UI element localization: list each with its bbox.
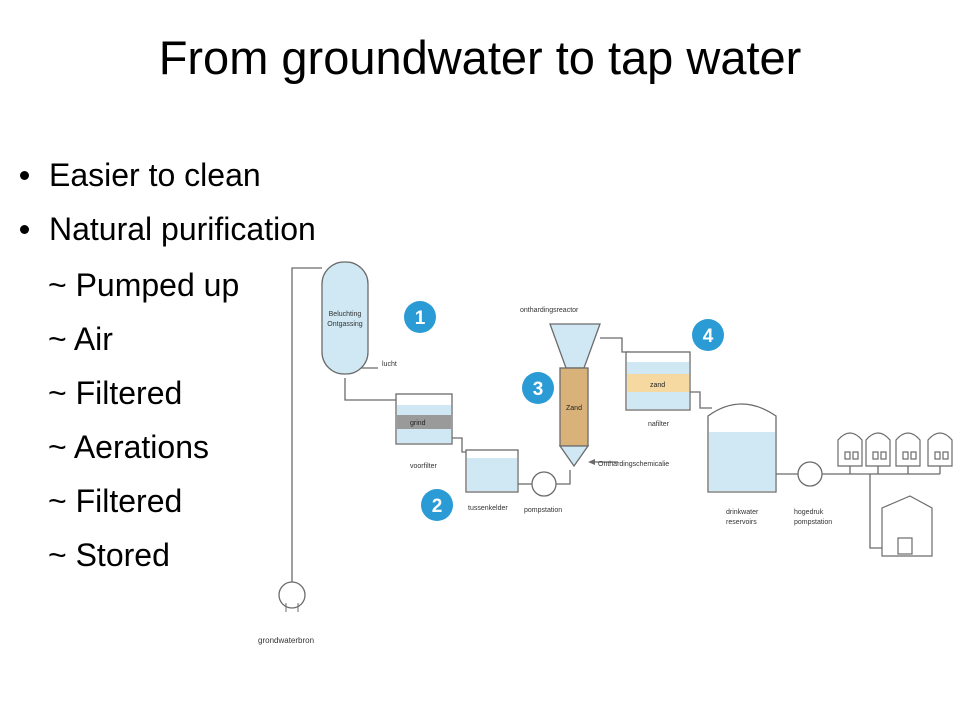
house-icon <box>837 432 863 467</box>
tussenkelder-water <box>467 458 517 491</box>
step-item: ~ Stored <box>48 537 170 573</box>
label-hogedruk: hogedruk <box>794 509 824 516</box>
pipe-nafilter-to-reservoir <box>690 391 712 409</box>
label-ontgassing: Ontgassing <box>327 321 363 328</box>
label-onthardingschemicalie: Onthardingschemicalie <box>598 461 669 468</box>
aeration-tower <box>321 261 369 375</box>
label-zand-reactor: Zand <box>566 405 582 412</box>
label-drinkwater: drinkwater <box>726 509 759 516</box>
bullet-text: Natural purification <box>49 210 316 247</box>
pump-station-icon <box>531 471 557 497</box>
reactor-bottom <box>558 445 590 468</box>
bullet-dot-icon <box>20 170 29 180</box>
step-item: ~ Filtered <box>48 483 183 519</box>
label-tussenkelder: tussenkelder <box>468 505 508 512</box>
nafilter-sand <box>627 374 689 392</box>
nafilter-water <box>627 362 689 374</box>
badge-number: 2 <box>432 496 443 517</box>
step-item: ~ Aerations <box>48 429 209 465</box>
voorfilter-gravel <box>397 415 451 429</box>
label-voorfilter: voorfilter <box>410 463 438 470</box>
bullet-item: Natural purification <box>18 202 316 256</box>
label-grind: grind <box>410 420 426 427</box>
label-grondwaterbron: grondwaterbron <box>258 636 314 645</box>
step-list: ~ Pumped up ~ Air ~ Filtered ~ Aerations… <box>48 258 239 582</box>
step-badge-3 <box>522 372 554 404</box>
pipe-tower-to-voorfilter <box>344 378 398 401</box>
reactor-column <box>559 367 589 447</box>
reactor-funnel <box>549 323 601 369</box>
label-reservoirs: reservoirs <box>726 519 757 526</box>
bullet-dot-icon <box>20 224 29 234</box>
pipe-source-to-tower <box>291 267 322 582</box>
house-icon <box>927 432 953 467</box>
step-badge-1 <box>404 301 436 333</box>
label-lucht: lucht <box>382 361 397 368</box>
pipe-pump-to-reactor <box>556 470 571 485</box>
label-beluchting: Beluchting <box>329 311 362 318</box>
label-hogedruk-pompstation: pompstation <box>794 519 832 526</box>
badge-number: 1 <box>415 308 426 329</box>
step-badge-2 <box>421 489 453 521</box>
reservoir-water <box>709 432 775 491</box>
slide-title: From groundwater to tap water <box>158 31 802 84</box>
chemical-arrowhead-icon <box>588 459 595 465</box>
step-item: ~ Air <box>48 321 113 357</box>
source-pump-icon <box>278 581 306 609</box>
pipe-to-building <box>869 474 882 549</box>
bullet-item: Easier to clean <box>18 148 316 202</box>
label-nafilter: nafilter <box>648 421 670 428</box>
bullet-text: Easier to clean <box>49 156 261 193</box>
building-icon <box>881 495 933 557</box>
voorfilter-water <box>397 405 451 415</box>
high-pressure-pump-icon <box>797 461 823 487</box>
house-icon <box>895 432 921 467</box>
badge-number: 3 <box>533 379 544 400</box>
badge-number: 4 <box>703 326 714 347</box>
step-badge-4 <box>692 319 724 351</box>
bullet-list: Easier to clean Natural purification <box>18 148 316 256</box>
label-pompstation: pompstation <box>524 507 562 514</box>
house-icon <box>865 432 891 467</box>
label-zand: zand <box>650 382 665 389</box>
step-item: ~ Pumped up <box>48 267 240 303</box>
pipe-reactor-to-nafilter <box>600 337 630 353</box>
label-onthardingsreactor: onthardingsreactor <box>520 307 579 314</box>
step-item: ~ Filtered <box>48 375 183 411</box>
